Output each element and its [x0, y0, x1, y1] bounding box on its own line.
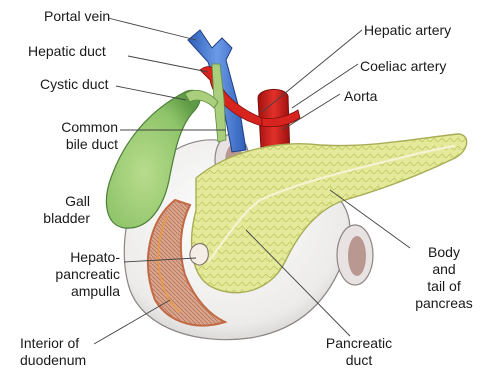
label-interior-2: duodenum — [20, 352, 86, 369]
label-hepatic-artery: Hepatic artery — [364, 22, 451, 39]
label-gall-bladder-2: bladder — [30, 210, 90, 227]
label-portal-vein: Portal vein — [44, 8, 110, 25]
label-aorta: Aorta — [344, 88, 377, 105]
label-pancreatic-duct-1: Pancreatic — [314, 335, 404, 352]
label-hepato-1: Hepato- — [20, 249, 120, 266]
label-common-bile-duct-1: Common — [30, 119, 118, 136]
label-body-tail-1: Body — [404, 244, 484, 261]
label-hepato-2: pancreatic — [20, 266, 120, 283]
label-cystic-duct: Cystic duct — [40, 76, 108, 93]
ampulla — [190, 244, 208, 265]
label-body-tail-4: pancreas — [404, 295, 484, 312]
label-body-tail-3: tail of — [404, 278, 484, 295]
label-hepato-3: ampulla — [20, 283, 120, 300]
label-interior-1: Interior of — [20, 335, 79, 352]
label-common-bile-duct-2: bile duct — [30, 136, 118, 153]
label-gall-bladder-1: Gall — [30, 193, 90, 210]
label-pancreatic-duct-2: duct — [314, 352, 404, 369]
label-hepatic-duct: Hepatic duct — [28, 43, 106, 60]
label-body-tail-2: and — [404, 261, 484, 278]
label-coeliac-artery: Coeliac artery — [360, 58, 446, 75]
